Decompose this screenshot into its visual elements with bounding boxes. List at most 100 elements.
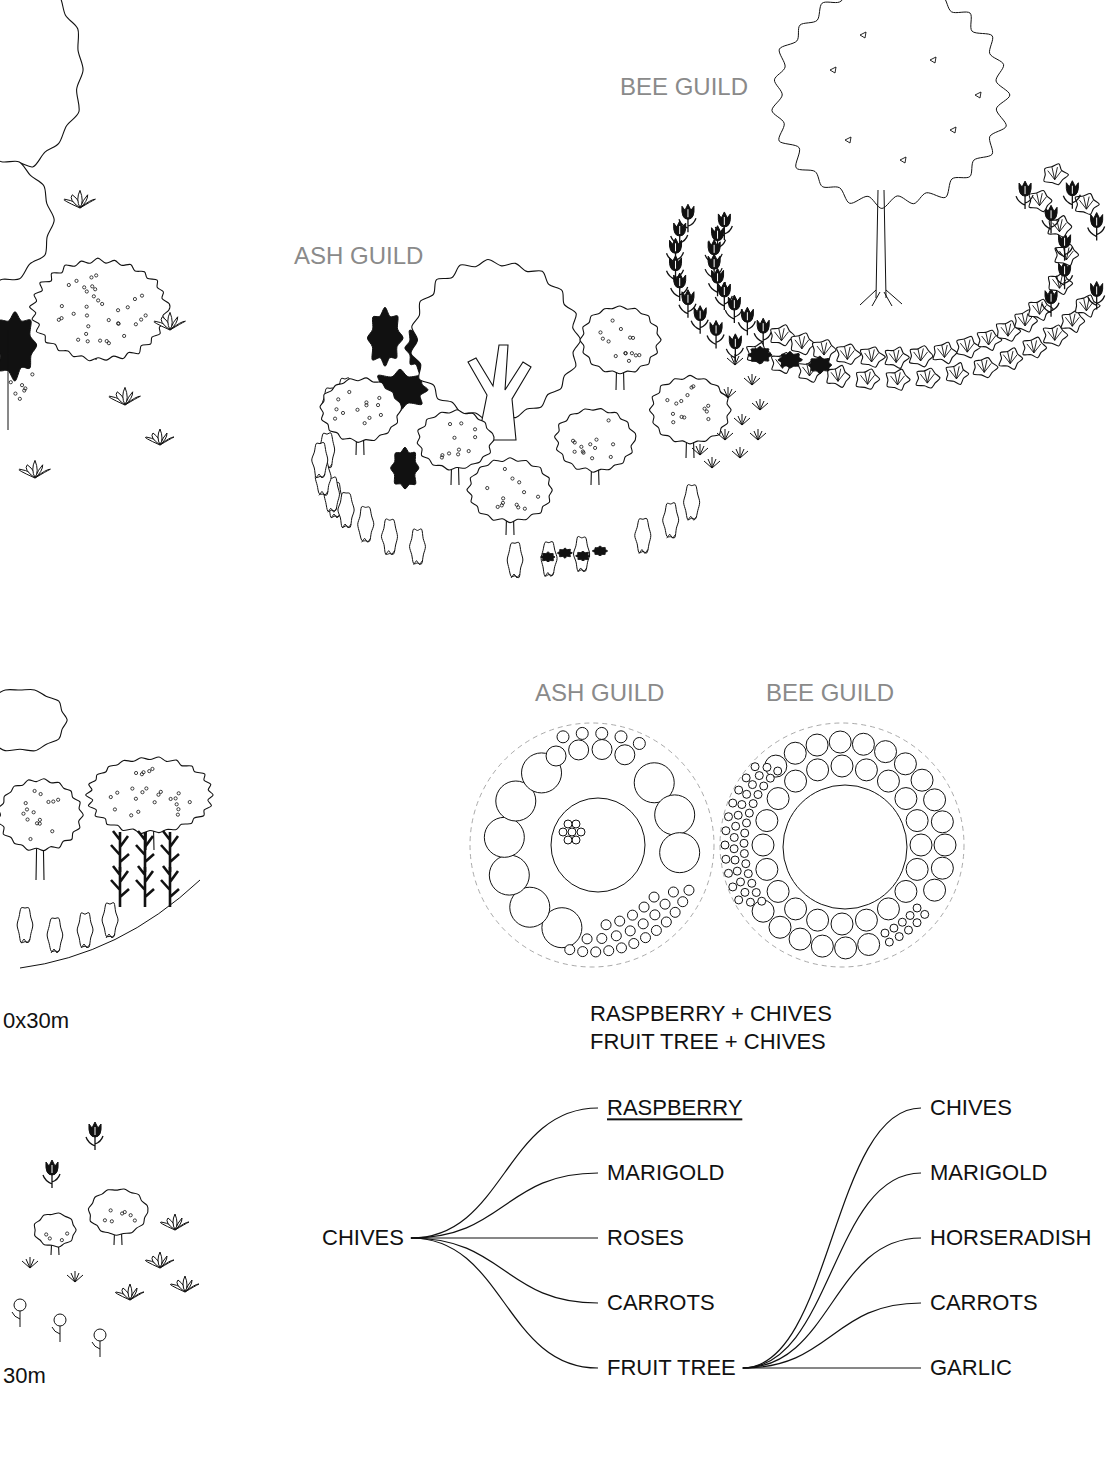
leaf-vein	[1001, 324, 1015, 337]
tulip-stem	[1042, 219, 1059, 233]
rosette-leaf	[185, 1284, 199, 1292]
leaf-vein	[1065, 314, 1079, 327]
tulip-stem	[1056, 275, 1073, 289]
plant-circle	[890, 924, 898, 932]
leaf-texture	[31, 373, 34, 376]
plant-circle	[811, 935, 833, 957]
grass-tuft	[717, 429, 733, 440]
tulip-flower	[1091, 281, 1103, 296]
plant-circle	[724, 869, 732, 877]
plant-circle	[569, 740, 589, 760]
tulip-flower	[669, 256, 681, 271]
leaf-texture	[148, 770, 151, 773]
guild-title: BEE GUILD	[766, 679, 894, 707]
plant-circle	[754, 791, 762, 799]
plant-circle	[895, 880, 917, 902]
plant-label: CHIVES	[322, 1225, 404, 1250]
conifer-shape	[576, 551, 591, 560]
conifer-shape	[0, 312, 37, 381]
rosette-leaf	[80, 199, 95, 208]
tulip-petal-line	[724, 217, 725, 225]
tulip-stem	[1056, 247, 1073, 261]
left-illustrations	[0, 0, 213, 1357]
plant-label: CARROTS	[930, 1290, 1038, 1315]
upright-shrub	[541, 542, 557, 577]
plant-circle	[633, 737, 645, 749]
upright-shrub	[507, 542, 523, 577]
leaf-texture	[675, 402, 678, 405]
sunflower-stem	[52, 1326, 60, 1342]
leaf-texture	[18, 361, 21, 364]
leaf-vein	[982, 332, 996, 345]
tulip-petal-line	[675, 261, 676, 269]
tulip-petal-line	[735, 339, 736, 347]
branch-line	[411, 1238, 598, 1368]
leaf-texture	[502, 497, 505, 500]
leaf-texture	[175, 803, 178, 806]
upright-shrub	[635, 518, 651, 553]
leaf-texture	[611, 443, 614, 446]
dimension-label: 0x30m	[3, 1008, 69, 1033]
tulip-petal-line	[1072, 186, 1073, 194]
branch-line	[411, 1108, 598, 1238]
guild-plans	[470, 723, 964, 967]
plant-label: GARLIC	[930, 1355, 1012, 1380]
leaf-texture	[109, 795, 112, 798]
tulip-petal-line	[1025, 186, 1026, 194]
shrub-base	[414, 561, 423, 565]
shrub-base	[51, 949, 60, 953]
plant-circle	[591, 947, 601, 957]
tulip-petal-line	[717, 231, 718, 239]
leaf-texture	[460, 422, 463, 425]
plant-circle	[638, 919, 648, 929]
plant-circle	[931, 857, 953, 879]
leaf-texture	[705, 410, 708, 413]
tulip-stem	[1088, 295, 1105, 309]
leaf-texture	[627, 359, 630, 362]
plant-circle	[628, 910, 638, 920]
leaf-texture	[33, 789, 36, 792]
leaf-cluster	[1061, 311, 1085, 333]
conifer-shape	[557, 548, 572, 558]
leaf-vein	[938, 345, 952, 358]
plant-circle	[572, 820, 580, 828]
leaf-texture	[176, 813, 179, 816]
tulip-flower	[718, 282, 730, 297]
tulip-flower	[711, 226, 723, 241]
leaf-cluster	[973, 358, 998, 378]
leaf-texture	[448, 422, 451, 425]
tulip-flower	[728, 295, 740, 310]
plant-label: ROSES	[607, 1225, 684, 1250]
sunflower-head	[54, 1314, 66, 1326]
leaf-texture	[126, 306, 129, 309]
leaf-cluster	[1044, 164, 1069, 185]
plant-circle	[758, 897, 766, 905]
leaf-mark	[950, 127, 956, 133]
plant-circle	[735, 896, 743, 904]
tulip-flower	[89, 1122, 101, 1137]
leaf-cluster	[771, 325, 795, 346]
plant-circle	[748, 781, 756, 789]
plant-label: RASPBERRY	[607, 1095, 742, 1120]
tulip-flower	[729, 334, 741, 349]
plant-circle	[597, 933, 607, 943]
foliage-outline	[649, 375, 731, 443]
leaf-texture	[503, 467, 506, 470]
leaf-texture	[131, 787, 134, 790]
leaf-texture	[151, 767, 154, 770]
plant-circle	[729, 799, 737, 807]
leaf-texture	[169, 797, 172, 800]
shrub-base	[667, 534, 676, 538]
leaf-texture	[97, 299, 100, 302]
leaf-texture	[680, 415, 683, 418]
leaf-vein	[914, 348, 928, 361]
leaf-mark	[900, 157, 906, 163]
foliage-outline	[772, 0, 1010, 208]
leaf-vein	[1027, 340, 1041, 353]
plant-circle	[756, 810, 778, 832]
tulip-petal-line	[763, 323, 764, 331]
plant-circle	[639, 902, 649, 912]
leaf-mark	[845, 137, 851, 143]
plant-circle	[898, 918, 906, 926]
